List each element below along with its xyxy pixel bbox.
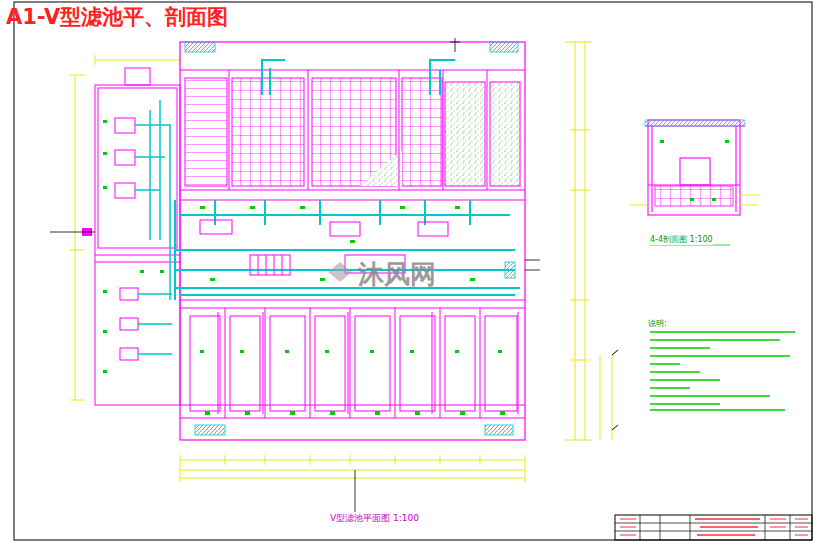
plan-caption: V型滤池平面图 1:100 — [330, 512, 419, 525]
watermark: 沐风网 — [358, 257, 436, 292]
drawing-title: A1-V型滤池平、剖面图 — [6, 3, 228, 31]
notes-heading: 说明: — [648, 318, 667, 329]
section-caption: 4-4剖面图 1:100 — [650, 234, 713, 245]
